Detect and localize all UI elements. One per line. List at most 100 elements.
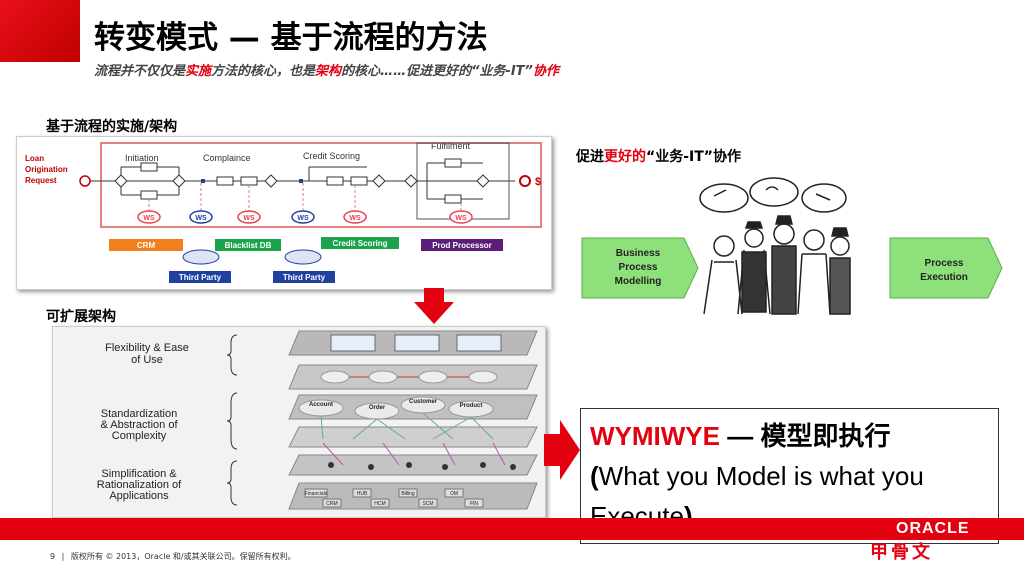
process-lane [100,142,542,228]
app-label: HUB [357,491,368,497]
ws-badge [343,210,367,224]
ws-label: WS [195,215,207,222]
copyright: 版权所有 © 2013，Oracle 和/或其关联公司。保留所有权利。 [70,552,296,561]
ws-badge [189,210,213,224]
gateway [476,174,490,188]
model-heading-rest: — 模型即执行 [720,421,891,451]
architecture-diagram: Flexibility & Ease of Use Standardizatio… [97,330,538,510]
corner-accent [0,0,80,62]
ws-label: WS [349,215,361,222]
process-diagram: Loan Origination Request $ Initiation Co… [25,141,542,283]
service-label: Account [309,402,333,408]
process-section-label: 基于流程的实施/架构 [46,119,178,135]
brace [226,392,238,450]
app-label: SCM [422,501,433,507]
system-label: Prod Processor [432,241,492,250]
app-label: CRM [326,501,337,507]
ws-badge [237,210,261,224]
app-label: Financials [305,491,328,497]
cloud-icon: Third Party [169,249,231,283]
system-blacklist [215,239,281,251]
ws-label: WS [455,215,467,222]
start-label-line: Loan [25,154,44,163]
oracle-logo: ORACLE [896,520,970,537]
app-label: FIN [470,501,478,507]
page-title: 转变模式 — 基于流程的方法 [94,20,488,56]
model-paren: ( [590,461,599,491]
service-label: Product [460,403,483,409]
end-event [519,175,531,187]
footer: 9 | 版权所有 © 2013，Oracle 和/或其关联公司。保留所有权利。 [50,552,296,561]
start-event [79,175,91,187]
arrow-label-line: Execution [920,272,968,283]
subtitle-highlight: 实施 [185,64,212,79]
ws-label: WS [297,215,309,222]
model-acronym: WYMIWYE [590,421,720,451]
right-arrow-icon [544,420,580,480]
task [216,176,234,186]
business-modelling-arrow [581,237,699,299]
system-credit-scoring [321,237,399,249]
ws-badge [137,210,161,224]
layer-label-line: Rationalization of [97,479,182,491]
layer-plane [288,426,538,448]
team-people-icon [699,177,851,315]
collaboration-illustration: Business Process Modelling Process Execu… [581,177,1003,315]
cloud-icon: Third Party [273,249,335,283]
start-label-line: Request [25,176,57,185]
down-arrow-icon [414,288,454,324]
cloud-label: Third Party [179,273,222,282]
task [140,162,158,172]
layer-label-line: Standardization [101,408,177,420]
stage-label: Complaince [203,153,251,163]
page-number: 9 [50,552,56,561]
collab-highlight: 更好的 [604,149,646,165]
model-paren: ) [683,501,693,531]
arrow-label-line: Modelling [615,276,662,287]
bottom-bar [0,518,1024,540]
oracle-cn-logo: 甲骨文 [870,542,933,563]
start-label-line: Origination [25,165,68,174]
app-label: HCM [374,501,385,507]
ws-label: WS [143,215,155,222]
layer-label-line: Simplification & [101,468,177,480]
arrow-label-line: Business [616,248,661,259]
subtitle-highlight: 协作 [532,64,559,79]
task [326,176,344,186]
gateway [264,174,278,188]
system-crm [109,239,183,251]
stage-label: Fulfilment [431,141,471,151]
task [444,194,462,204]
architecture-section-label: 可扩展架构 [46,309,116,325]
system-label: Blacklist DB [225,241,272,250]
process-execution-arrow [889,237,1003,299]
system-label: CRM [137,241,156,250]
gateway [172,174,186,188]
task [140,190,158,200]
task [240,176,258,186]
subtitle-part: 的核心……促进更好的“业务-IT” [341,64,533,79]
ws-badge [449,210,473,224]
ws-badge [291,210,315,224]
stage-label: Initiation [125,153,159,163]
layer-label-line: & Abstraction of [100,419,178,431]
subtitle-part: 流程并不仅仅是 [94,64,186,79]
architecture-diagram-frame: Flexibility & Ease of Use Standardizatio… [52,326,546,518]
system-prod-processor [421,239,503,251]
collab-part: 促进 [576,149,604,165]
end-label: $ [535,176,541,188]
arrow-label-line: Process [925,258,964,269]
collab-part: “业务-IT”协作 [646,149,741,165]
gateway [372,174,386,188]
task [350,176,368,186]
service-label: Order [369,405,386,411]
layer-label-line: Applications [109,490,169,502]
layer-plane [288,454,538,476]
collaboration-label: 促进更好的“业务-IT”协作 [576,146,741,166]
arrow-label-line: Process [619,262,658,273]
subtitle-part: 方法的核心，也是 [211,64,316,79]
brace [226,460,238,506]
gateway [114,174,128,188]
app-label: Billing [401,491,415,497]
gateway [404,174,418,188]
